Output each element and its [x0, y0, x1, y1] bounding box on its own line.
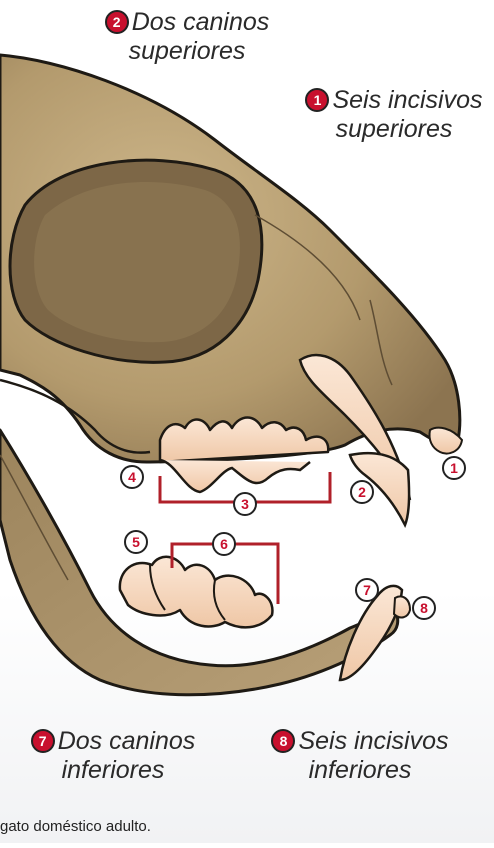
label-line: inferiores — [260, 756, 460, 785]
label-line: inferiores — [18, 756, 208, 785]
label-line: superiores — [92, 37, 282, 66]
label-line: Dos caninos — [132, 8, 270, 36]
marker-6: 6 — [212, 532, 236, 556]
marker-4: 4 — [120, 465, 144, 489]
marker-2: 2 — [350, 480, 374, 504]
label-line: superiores — [296, 115, 492, 144]
label-number-badge: 8 — [271, 729, 295, 753]
marker-3: 3 — [233, 492, 257, 516]
marker-5: 5 — [124, 530, 148, 554]
label-line: Dos caninos — [58, 727, 196, 755]
marker-8: 8 — [412, 596, 436, 620]
marker-1: 1 — [442, 456, 466, 480]
label-line: Seis incisivos — [298, 727, 448, 755]
label-number-badge: 2 — [105, 10, 129, 34]
figure-caption: gato doméstico adulto. — [0, 818, 151, 835]
lower-premolars — [120, 557, 273, 628]
label-number-badge: 7 — [31, 729, 55, 753]
label-line: Seis incisivos — [332, 86, 482, 114]
label-number-badge: 1 — [305, 88, 329, 112]
marker-7: 7 — [355, 578, 379, 602]
